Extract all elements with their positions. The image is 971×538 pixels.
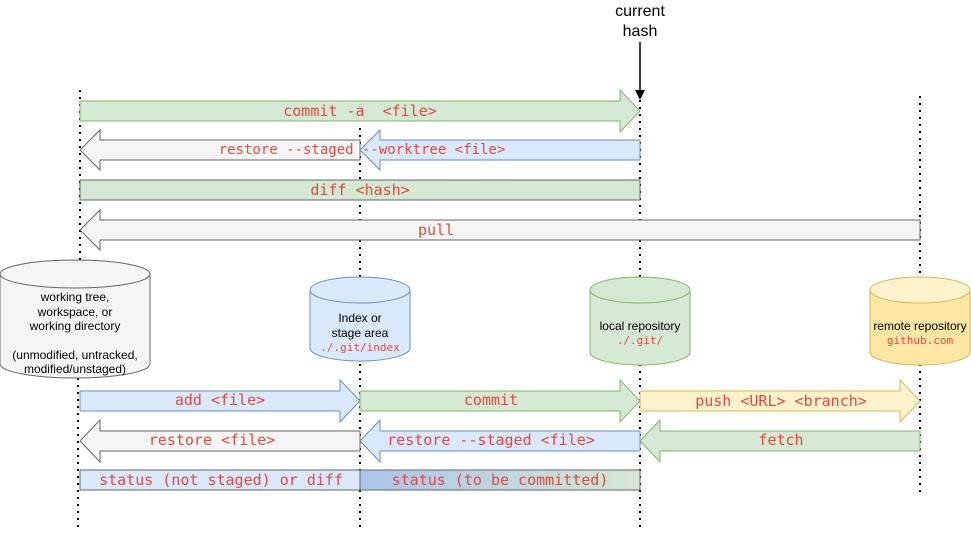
add-label: add <file> (175, 391, 265, 409)
working-tree-text-5: modified/unstaged) (24, 362, 126, 376)
pull-arrow[interactable] (79, 208, 921, 252)
pull-label: pull (418, 221, 454, 239)
restore-staged-worktree-label: restore --staged --worktree <file> (219, 142, 506, 158)
fetch-arrow[interactable] (639, 418, 921, 464)
commit-a-label: commit -a <file> (283, 102, 437, 120)
remote-repository-cylinder (869, 276, 971, 366)
current-hash-label-line1: current (615, 3, 665, 20)
restore-worktree-gray-arrow[interactable] (79, 128, 361, 172)
restore-label: restore <file> (149, 431, 275, 449)
current-hash-label-line2: hash (623, 23, 658, 40)
diff-hash-label: diff <hash> (310, 181, 409, 199)
local-repository-path: ./.git/ (617, 334, 663, 347)
working-tree-text-1: working tree, (40, 290, 110, 304)
commit-a-arrow[interactable] (79, 88, 641, 134)
local-repository-cylinder (589, 276, 691, 366)
commit-arrow[interactable] (359, 378, 641, 424)
restore-arrow[interactable] (79, 418, 361, 464)
working-tree-cylinder (0, 259, 151, 379)
index-text-1: Index or (338, 311, 381, 325)
status-to-be-committed-bar[interactable] (359, 469, 641, 491)
remote-repository-path: github.com (887, 334, 954, 347)
diff-hash-bar[interactable] (79, 179, 641, 201)
restore-worktree-blue-arrow[interactable] (359, 128, 641, 172)
index-cylinder (309, 276, 411, 362)
index-text-2: stage area (332, 326, 389, 340)
working-tree-text-3: working directory (29, 319, 121, 333)
push-label: push <URL> <branch> (695, 392, 867, 410)
restore-staged-arrow[interactable] (359, 418, 641, 464)
add-arrow[interactable] (79, 378, 361, 424)
remote-repository-text: remote repository (873, 319, 966, 333)
working-tree-text-4: (unmodified, untracked, (12, 348, 137, 362)
push-arrow[interactable] (639, 378, 921, 424)
status-not-staged-label: status (not staged) or diff (99, 471, 343, 489)
restore-staged-label: restore --staged <file> (387, 431, 595, 449)
fetch-label: fetch (758, 431, 803, 449)
commit-label: commit (464, 391, 518, 409)
local-repository-text: local repository (600, 319, 681, 333)
working-tree-text-2: workspace, or (37, 305, 113, 319)
index-path: ./.git/index (320, 341, 400, 354)
status-to-be-committed-label: status (to be committed) (392, 471, 609, 489)
current-hash-pointer-head (635, 90, 645, 100)
